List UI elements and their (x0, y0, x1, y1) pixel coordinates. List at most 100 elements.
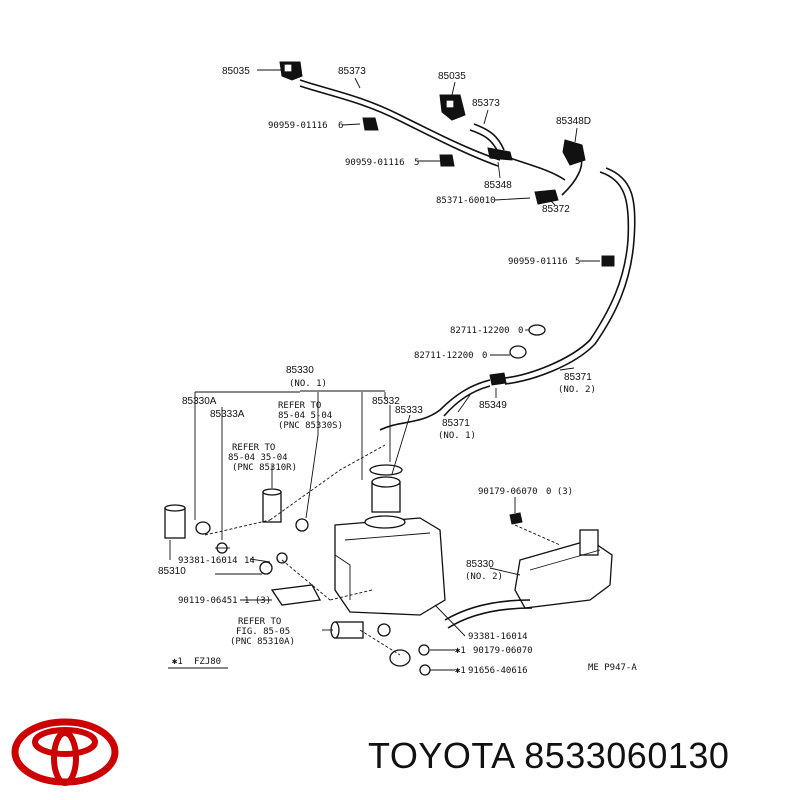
label-85333A: 85333A (210, 409, 245, 420)
screw-90179-b (418, 644, 430, 656)
label-star-2: ✱1 (455, 666, 466, 676)
filler-85332 (371, 476, 401, 513)
hose-to-85372 (509, 157, 566, 181)
screw-91656 (419, 664, 431, 676)
hose-85373-main-b (299, 85, 499, 167)
label-93381-a: 93381-16014 (178, 556, 238, 566)
label-refer-3c: (PNC 85310A) (230, 637, 295, 647)
hose-85373-main (299, 79, 501, 161)
hose-tank-no2-b (447, 607, 533, 629)
label-refer-2c: (PNC 85310R) (232, 463, 297, 473)
guide-1 (204, 519, 271, 536)
label-star-1: ✱1 (455, 646, 466, 656)
label-82711-b: 82711-12200 (414, 351, 474, 361)
label-85371-60010: 85371-60010 (436, 196, 496, 206)
label-qty-0a: 0 (518, 326, 523, 336)
elbow-85348D (562, 139, 586, 166)
label-star-fzj: ✱1 (172, 657, 183, 667)
cap-85333 (369, 464, 403, 476)
label-85330-no1: (NO. 1) (289, 379, 327, 389)
label-90959-a: 90959-01116 (268, 121, 328, 131)
label-qty-13: 1 (3) (244, 596, 271, 606)
label-refer-1: REFER TO (278, 401, 321, 411)
label-refer-2: REFER TO (232, 443, 275, 453)
clamp-82711-a (528, 324, 546, 336)
label-85310: 85310 (158, 566, 186, 577)
clip-90959-b (439, 154, 455, 167)
label-diagram-code: ME P947-A (588, 663, 637, 673)
grommet-lower (389, 649, 411, 667)
pump-motor-85310A (330, 621, 364, 639)
label-qty-5b: 5 (575, 257, 580, 267)
nozzle-85035-left (279, 61, 303, 81)
label-85371-no2: (NO. 2) (558, 385, 596, 395)
label-85330-no2: (NO. 2) (465, 572, 503, 582)
label-90959-c: 90959-01116 (508, 257, 568, 267)
label-85330: 85330 (286, 365, 314, 376)
pump-motor-85310 (164, 504, 186, 539)
nozzle-85035-right (439, 94, 466, 121)
grommet-85330A (195, 521, 211, 535)
label-refer-1c: (PNC 85330S) (278, 421, 343, 431)
label-85372: 85372 (542, 204, 570, 215)
screw-90179-a (509, 512, 523, 525)
joint-85349 (489, 372, 507, 386)
grommet-85330S (295, 518, 309, 532)
label-85349: 85349 (479, 400, 507, 411)
clip-90959-c (601, 255, 615, 267)
label-90179-a: 90179-06070 (478, 487, 538, 497)
label-qty-03: 0 (3) (546, 487, 573, 497)
label-85348: 85348 (484, 180, 512, 191)
clamp-82711-b (509, 345, 527, 359)
hose-85371-no1-b (443, 385, 491, 417)
joint-85348 (487, 147, 513, 161)
label-85373-right: 85373 (472, 98, 500, 109)
label-fzj80: FZJ80 (194, 657, 221, 667)
label-91656: 91656-40616 (468, 666, 528, 676)
label-90959-b: 90959-01116 (345, 158, 405, 168)
label-qty-6: 6 (338, 121, 343, 131)
label-qty-0b: 0 (482, 351, 487, 361)
label-90179-b: 90179-06070 (473, 646, 533, 656)
bracket-85371-60010 (534, 189, 559, 205)
label-85371-top: 85371 (564, 372, 592, 383)
label-qty-5a: 5 (414, 158, 419, 168)
brand-part-number: TOYOTA 8533060130 (368, 735, 730, 776)
bolt-90119 (259, 561, 273, 575)
guide-5 (514, 524, 561, 546)
label-85330A: 85330A (182, 396, 217, 407)
guide-2 (269, 444, 386, 521)
tank-85330-no2 (514, 529, 613, 609)
label-82711-a: 82711-12200 (450, 326, 510, 336)
label-qty-14: 14 (244, 556, 255, 566)
hose-long-right-b (504, 167, 636, 385)
clip-90959-a (362, 117, 379, 131)
label-refer-1b: 85-04 5-04 (278, 411, 332, 421)
label-85035-right: 85035 (438, 71, 466, 82)
hose-85371-no1 (379, 379, 491, 431)
hose-tank-no2 (444, 599, 531, 621)
hose-long-right (504, 171, 630, 379)
label-85333: 85333 (395, 405, 423, 416)
label-refer-3: REFER TO (238, 617, 281, 627)
label-90119: 90119-06451 (178, 596, 238, 606)
label-85348D: 85348D (556, 116, 591, 127)
label-refer-2b: 85-04 35-04 (228, 453, 288, 463)
guide-4 (359, 629, 401, 656)
label-85035-left: 85035 (222, 66, 250, 77)
toyota-logo (11, 718, 119, 786)
label-85371-lower: 85371 (442, 418, 470, 429)
label-85332: 85332 (372, 396, 400, 407)
leader-lines (169, 69, 600, 671)
tank-85330-no1 (334, 515, 446, 616)
hose-85373-short-b (473, 123, 505, 151)
label-refer-3b: FIG. 85-05 (236, 627, 290, 637)
label-93381-b: 93381-16014 (468, 632, 528, 642)
label-85330-lower: 85330 (466, 559, 494, 570)
grommet-93381 (377, 623, 391, 637)
guide-3 (281, 559, 331, 601)
label-85371-no1: (NO. 1) (438, 431, 476, 441)
pump-motor-85310R (262, 488, 282, 523)
